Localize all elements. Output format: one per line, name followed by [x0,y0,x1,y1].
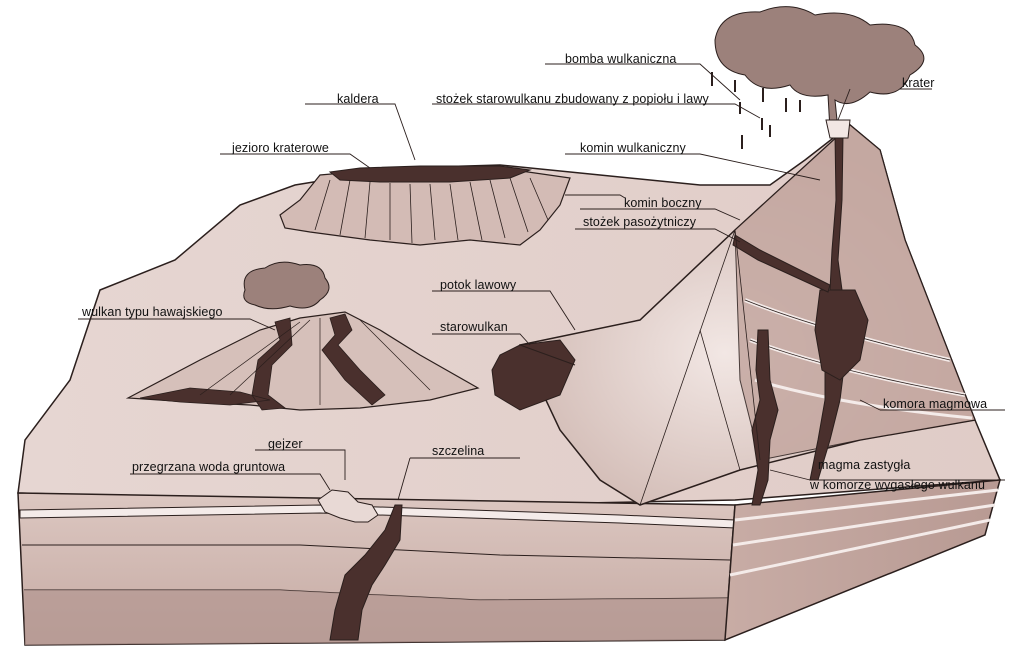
label-komin-wulkaniczny: komin wulkaniczny [580,141,686,155]
label-magma-line1: magma zastygła [818,458,910,472]
label-kaldera: kaldera [337,92,379,106]
label-stozek-starowulkanu: stożek starowulkanu zbudowany z popiołu … [436,92,709,106]
label-gejzer: gejzer [268,437,303,451]
label-magma-line2: w komorze wygasłego wulkanu [810,478,985,492]
label-starowulkan: starowulkan [440,320,508,334]
label-szczelina: szczelina [432,444,484,458]
label-przegrzana-woda: przegrzana woda gruntowa [132,460,285,474]
crater-vent [826,120,850,138]
label-jezioro-kraterowe: jezioro kraterowe [232,141,329,155]
label-komin-boczny: komin boczny [624,196,702,210]
label-wulkan-hawajski: wulkan typu hawajskiego [82,305,223,319]
label-stozek-pasozytniczy: stożek pasożytniczy [583,215,696,229]
label-bomba-wulkaniczna: bomba wulkaniczna [565,52,676,66]
label-komora-magmowa: komora magmowa [883,397,987,411]
label-krater: krater [902,76,935,90]
label-potok-lawowy: potok lawowy [440,278,516,292]
shield-plume [244,262,329,309]
